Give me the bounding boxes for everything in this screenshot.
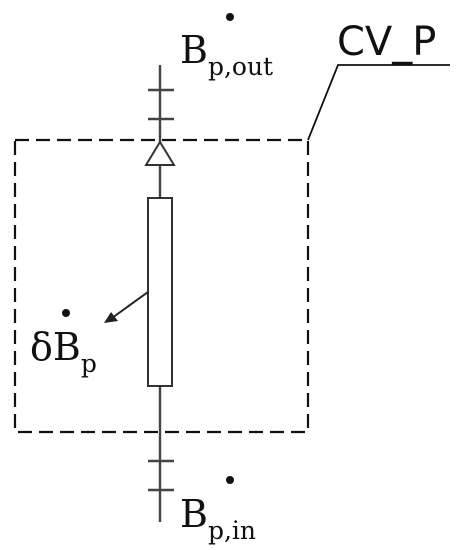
flow-in-base: B [180,492,208,536]
generation-arrow-line [111,291,149,319]
flow-in-label: Bp,in [180,476,256,545]
rate-dot-icon [226,13,234,21]
arrowhead-icon [104,312,118,323]
generation-subscript: p [81,349,97,378]
generation-prefix: δ [30,325,53,369]
flow-out-label: Bp,out [180,13,273,81]
svg-text:δBp: δBp [30,325,97,378]
cv-label-leader [307,64,450,141]
svg-text:Bp,out: Bp,out [180,28,273,81]
flow-out-base: B [180,28,208,72]
cv-label: CV_P [337,19,436,65]
rate-dot-icon [226,476,234,484]
process-element [147,197,173,387]
flow-in-subscript: p,in [208,516,256,545]
svg-text:Bp,in: Bp,in [180,492,256,545]
generation-label: δBp [30,309,97,378]
generation-base: B [53,325,81,369]
rate-dot-icon [62,309,70,317]
flow-direction-triangle-icon [144,140,176,166]
flow-out-subscript: p,out [208,52,273,81]
